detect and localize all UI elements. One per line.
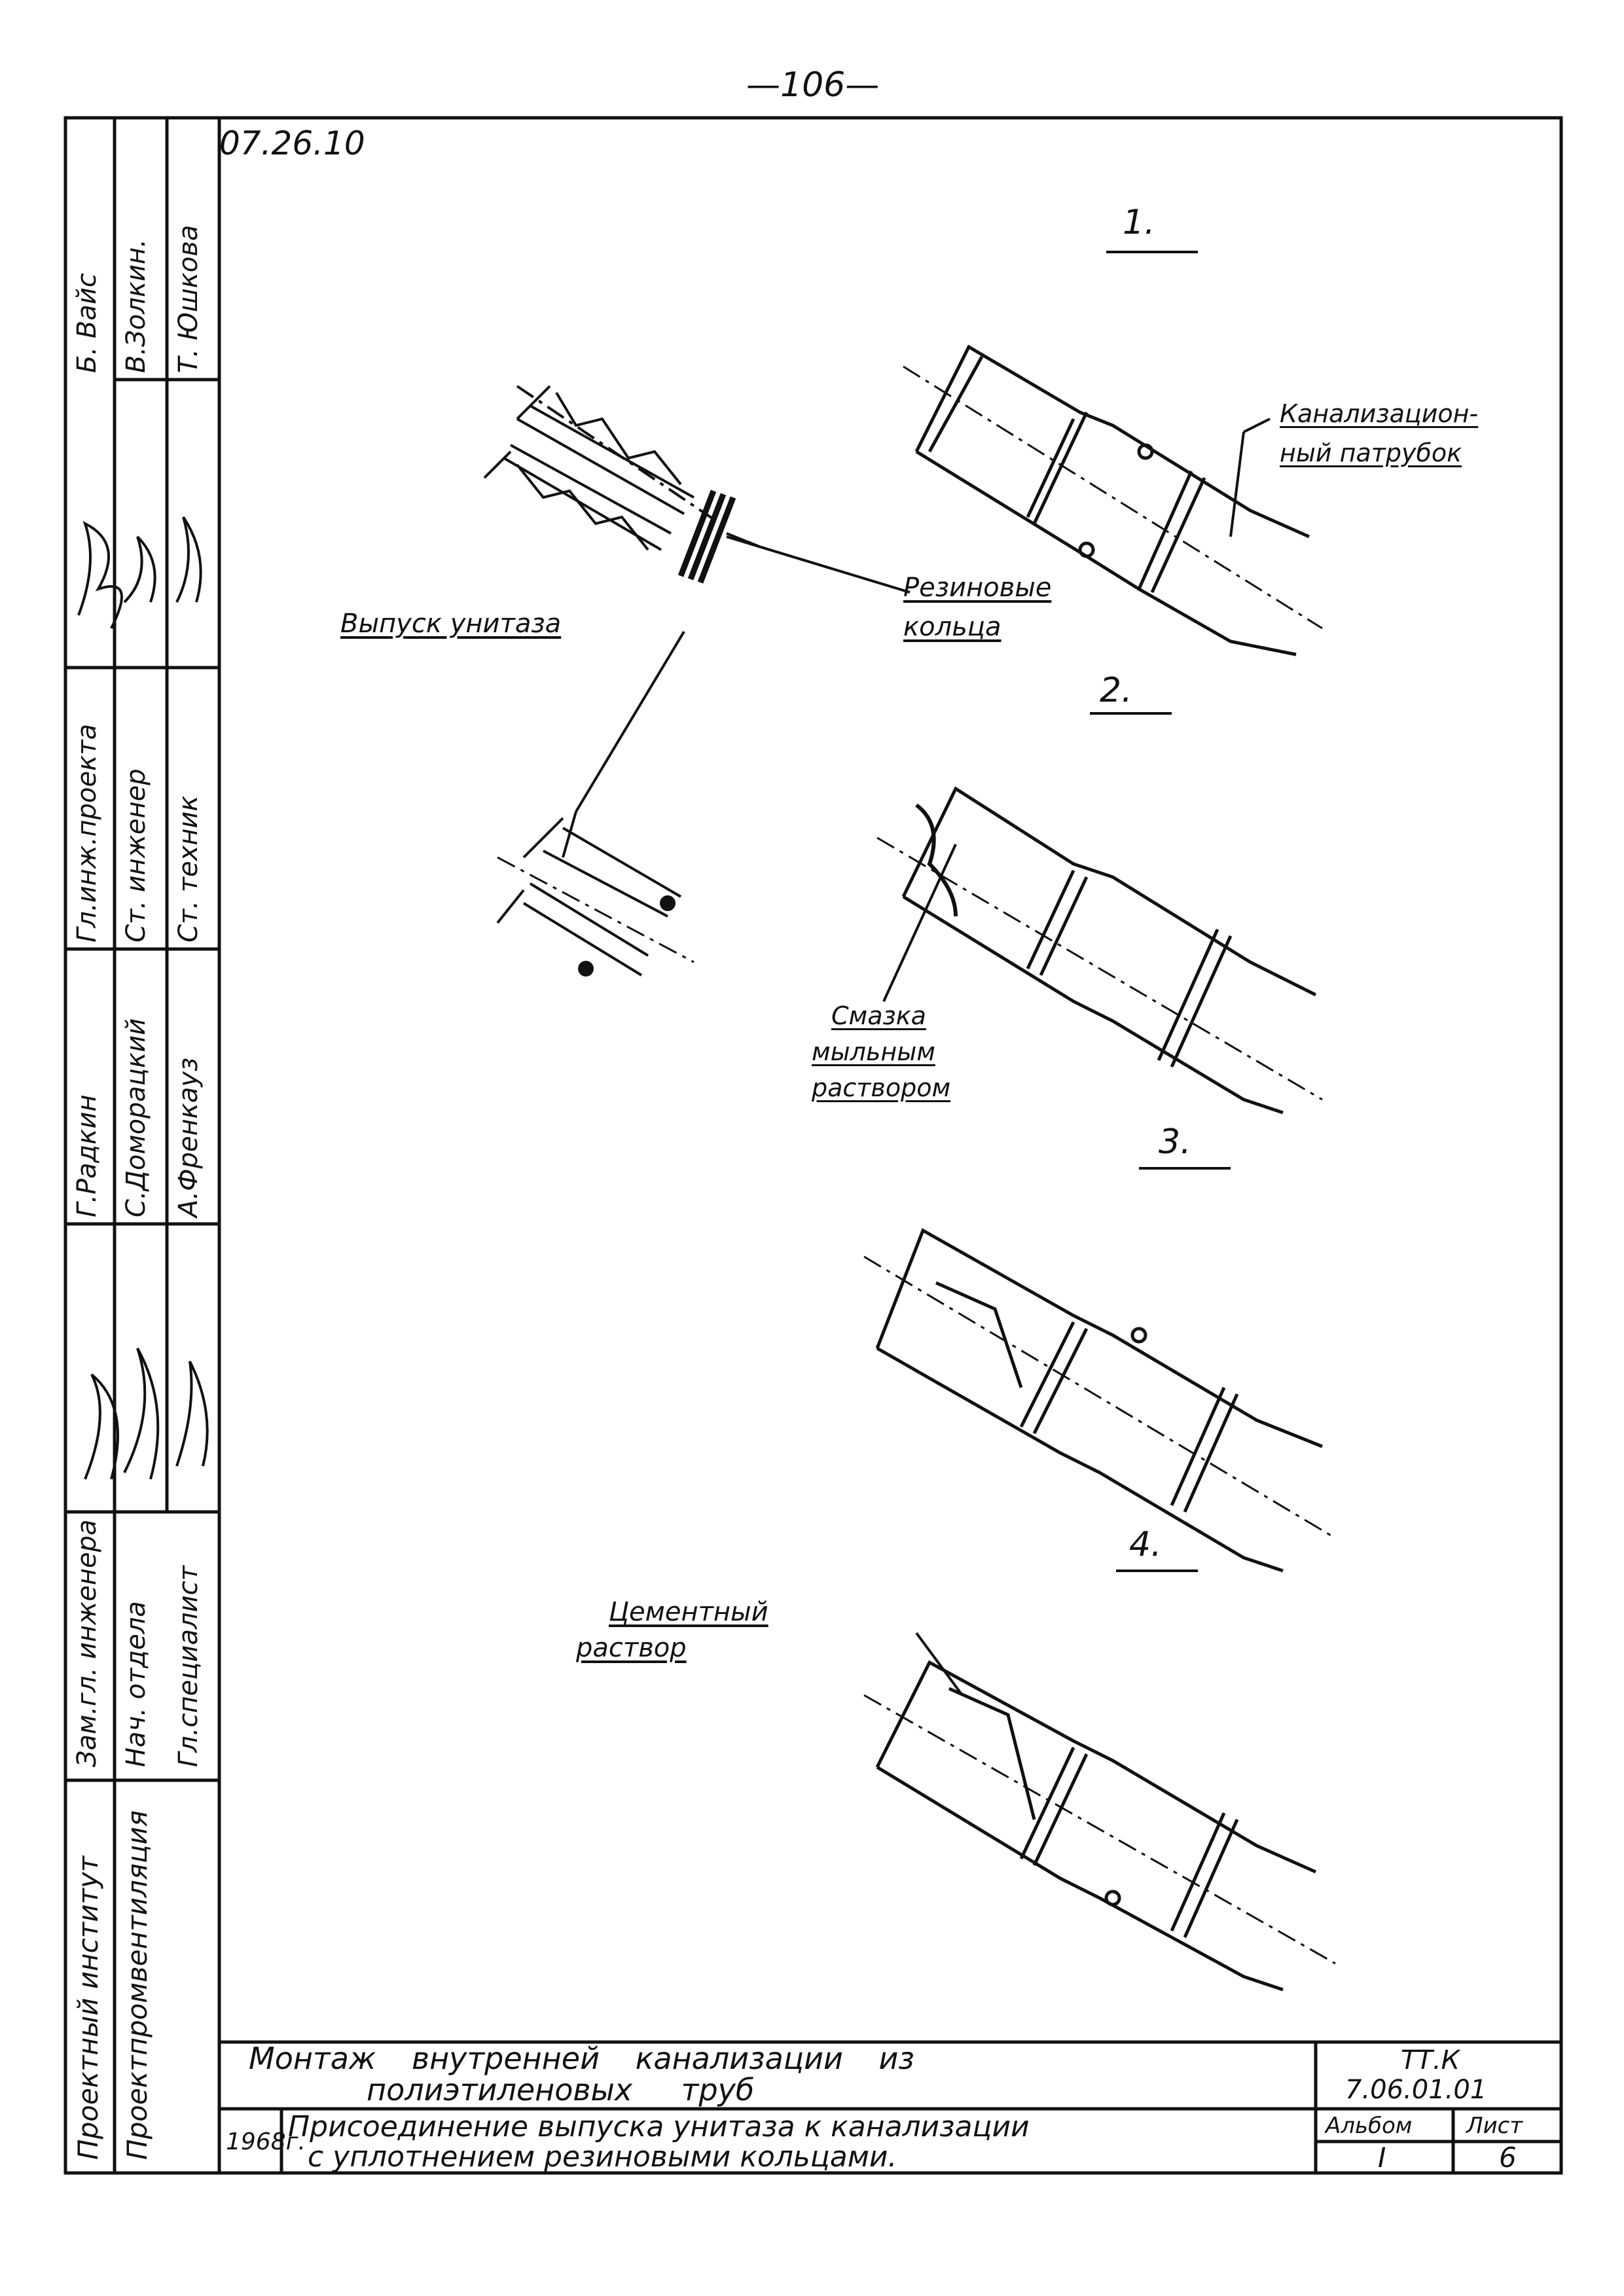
subtitle-line-2: с уплотнением резиновыми кольцами.	[308, 2140, 897, 2174]
stamp-position-senior-technician: Ст. техник	[173, 795, 204, 942]
callout-soap-line3: раствором	[812, 1073, 951, 1102]
stamp-position-chief-specialist: Гл.специалист	[173, 1566, 204, 1767]
callout-cement-line1: Цементный	[609, 1597, 768, 1627]
assembly-3-drawing	[863, 1228, 1336, 1573]
sheet-label: Лист	[1466, 2113, 1523, 2139]
assembly-2-drawing	[876, 786, 1323, 1115]
stamp-position-head-of-department: Нач. отдела	[121, 1601, 151, 1767]
assembly-4-drawing	[863, 1660, 1336, 1992]
subtitle-line-1: Присоединение выпуска унитаза к канализа…	[288, 2110, 1030, 2144]
stamp-name-yushkova: Т. Юшкова	[173, 224, 204, 373]
stamp-name-vais: Б. Вайс	[72, 273, 102, 373]
title-line-2: полиэтиленовых труб	[367, 2072, 755, 2108]
step-2-label: 2.	[1100, 671, 1132, 710]
page-number: —106—	[746, 65, 880, 105]
title-line-1: Монтаж внутренней канализации из	[249, 2041, 914, 2076]
stamp-position-deputy-chief-engineer: Зам.гл. инженера	[72, 1519, 102, 1767]
doc-code-label: ТТ.К	[1401, 2045, 1460, 2075]
step-1-label: 1.	[1123, 203, 1155, 242]
callout-cement-line2: раствор	[576, 1633, 687, 1663]
assembly-1-drawing	[903, 344, 1323, 656]
callout-soap-line2: мыльным	[812, 1037, 935, 1066]
callout-soap-line1: Смазка	[831, 1001, 926, 1030]
stamp-name-domoratsky: С.Доморацкий	[121, 1018, 151, 1217]
signatures	[77, 516, 209, 1480]
stamp-name-radkin: Г.Радкин	[72, 1094, 102, 1217]
doc-code-value: 7.06.01.01	[1345, 2075, 1487, 2105]
callout-rubber-rings-line1: Резиновые	[903, 573, 1052, 603]
stamp-organization-2: Проектпромвентиляция	[121, 1810, 153, 2160]
toilet-outlet-lower-drawing	[496, 817, 695, 977]
stamp-name-zolkin: В.Золкин.	[121, 239, 151, 373]
album-value: I	[1378, 2142, 1386, 2174]
step-3-label: 3.	[1159, 1122, 1191, 1162]
sheet-value: 6	[1499, 2142, 1517, 2174]
rubber-rings-drawing	[677, 490, 736, 584]
callout-pipe-socket-line2: ный патрубок	[1280, 439, 1462, 467]
toilet-outlet-drawing	[483, 385, 721, 551]
callout-rubber-rings-line2: кольца	[903, 612, 1001, 642]
drawing-code: 07.26.10	[219, 124, 365, 162]
callout-pipe-socket-line1: Канализацион-	[1280, 399, 1479, 428]
stamp-name-frenkauz: А.Френкауз	[173, 1057, 204, 1217]
step-4-label: 4.	[1129, 1525, 1162, 1564]
album-label: Альбом	[1326, 2113, 1413, 2139]
stamp-organization-1: Проектный институт	[72, 1856, 104, 2160]
sheet-frame	[63, 116, 1563, 2175]
stamp-position-senior-engineer: Ст. инженер	[121, 768, 151, 942]
callout-toilet-outlet: Выпуск унитаза	[340, 609, 562, 639]
stamp-position-chief-project-engineer: Гл.инж.проекта	[72, 723, 102, 942]
year: 1968г.	[226, 2128, 306, 2155]
